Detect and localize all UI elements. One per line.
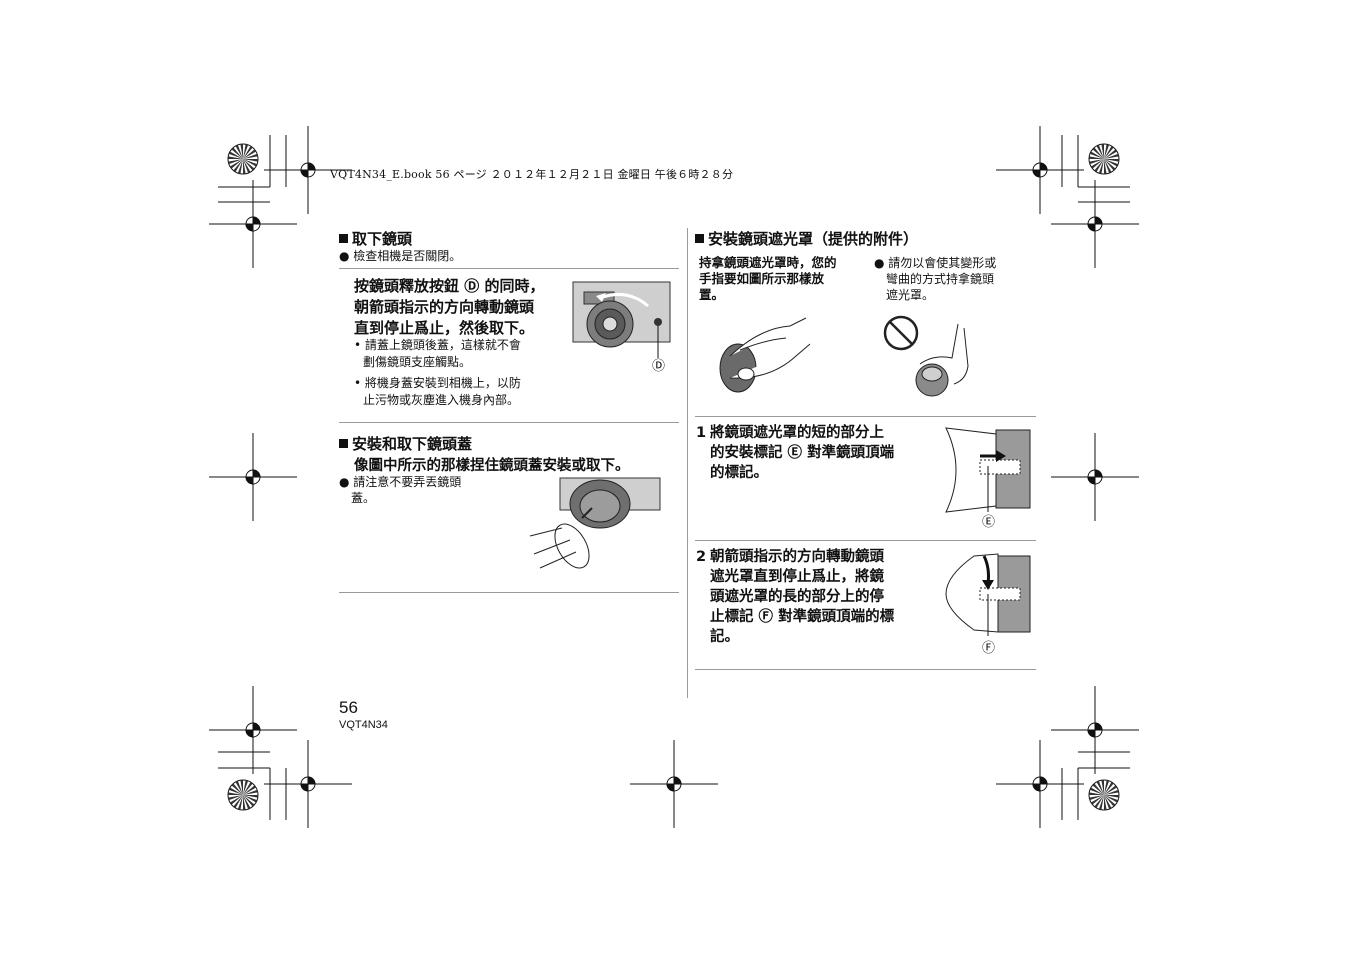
section-title-lens-cap: 安裝和取下鏡頭蓋 [339,433,472,454]
rule-left-1 [339,268,679,269]
lens-removal-illustration [572,281,671,358]
starburst-mark [227,779,259,811]
check-camera-bullet: ● 檢查相機是否關閉。 [339,249,462,263]
rule-left-3 [339,592,679,593]
rule-left-2 [339,422,679,423]
hood-warning-bullet: ● 請勿以會使其變形或 彎曲的方式持拿鏡頭 遮光罩。 [874,256,997,302]
step-2-number: 2 [696,549,707,565]
remove-lens-note-1: • 請蓋上鏡頭後蓋，這樣就不會 劃傷鏡頭支座觸點。 [354,338,521,369]
step-1-number: 1 [696,425,707,441]
lens-cap-illustration [529,477,661,569]
starburst-mark [1088,779,1120,811]
section-title-lens-hood: 安裝鏡頭遮光罩（提供的附件） [695,228,918,249]
registration-fill [300,776,316,792]
registration-fill [300,162,316,178]
registration-fill [1032,776,1048,792]
hood-attach-illustration [945,427,1031,513]
lens-cap-bullet: ● 請注意不要弄丟鏡頭 蓋。 [339,475,462,505]
registration-fill [1032,162,1048,178]
starburst-mark [1088,143,1120,175]
hood-hold-text: 持拿鏡頭遮光罩時，您的 手指要如圖所示那樣放 置。 [699,255,837,302]
lens-cap-intro: 像圖中所示的那樣捏住鏡頭蓋安裝或取下。 [354,458,630,474]
book-header-line: VQT4N34_E.book 56 ページ ２０１２年１２月２１日 金曜日 午後… [330,168,734,181]
callout-d: Ⓓ [652,359,666,374]
section-title-remove-lens: 取下鏡頭 [339,228,412,249]
column-divider [687,228,688,698]
model-code: VQT4N34 [339,719,388,731]
callout-e: Ⓔ [982,515,996,530]
registration-fill [666,776,682,792]
remove-lens-instruction: 按鏡頭釋放按鈕 Ⓓ 的同時， 朝箭頭指示的方向轉動鏡頭 直到停止爲止，然後取下。 [354,277,545,337]
registration-fill [1087,469,1103,485]
step-2-text: 朝箭頭指示的方向轉動鏡頭 遮光罩直到停止爲止，將鏡 頭遮光罩的長的部分上的停 止… [710,549,895,645]
registration-fill [245,722,261,738]
hood-rotate-illustration [945,553,1031,636]
rule-right-2 [695,540,1036,541]
rule-right-3 [695,669,1036,670]
callout-f: Ⓕ [982,641,996,656]
registration-fill [245,469,261,485]
correct-hold-illustration [719,317,811,393]
step-1-text: 將鏡頭遮光罩的短的部分上 的安裝標記 Ⓔ 對準鏡頭頂端 的標記。 [710,425,895,481]
registration-fill [245,216,261,232]
rule-right-1 [695,416,1036,417]
registration-fill [1087,216,1103,232]
page-number: 56 [339,698,358,717]
remove-lens-note-2: • 將機身蓋安裝到相機上，以防 止污物或灰塵進入機身內部。 [354,376,521,407]
registration-fill [1087,722,1103,738]
starburst-mark [227,143,259,175]
incorrect-hold-illustration [883,315,969,397]
